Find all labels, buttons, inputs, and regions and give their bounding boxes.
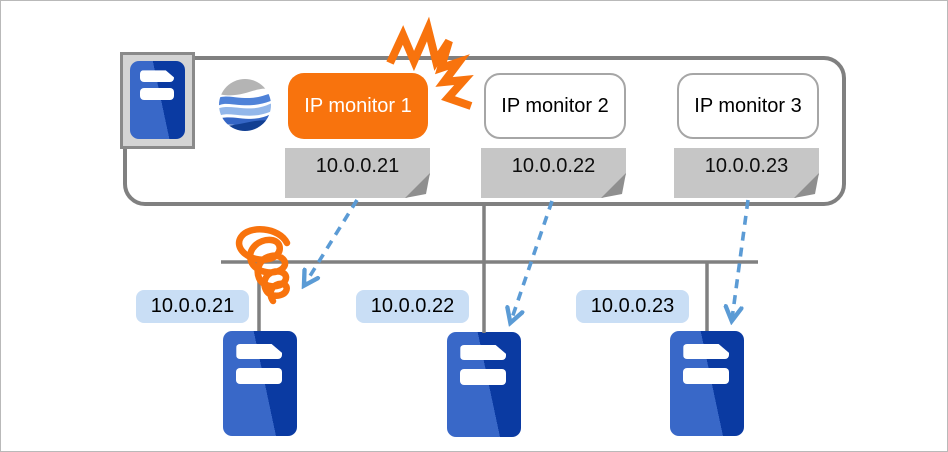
server-led-bar xyxy=(236,343,283,360)
server-ip-text: 10.0.0.23 xyxy=(590,295,675,317)
server-icon-2 xyxy=(447,332,521,437)
note-paper xyxy=(674,148,819,198)
ip-monitor-2-box: IP monitor 2 xyxy=(484,73,626,139)
note-paper xyxy=(285,148,430,198)
server-led-bar xyxy=(139,88,174,100)
monitor-ip-note-3: 10.0.0.23 xyxy=(674,148,819,198)
monitor-label: IP monitor 3 xyxy=(694,94,802,117)
server-led-bar xyxy=(460,344,507,361)
server-led-bar xyxy=(460,368,507,385)
server-ip-text: 10.0.0.21 xyxy=(150,295,235,317)
server-ip-label-3: 10.0.0.23 xyxy=(576,290,689,323)
monitor-ip-text: 10.0.0.21 xyxy=(315,155,400,177)
server-led-bar xyxy=(139,70,174,83)
monitor-host-box xyxy=(120,52,195,149)
ping-arrow-1 xyxy=(305,199,359,284)
ping-arrow-2 xyxy=(511,200,554,321)
note-paper xyxy=(481,148,626,198)
ip-monitor-1-box: IP monitor 1 xyxy=(288,73,428,139)
coil-scribble-icon xyxy=(235,226,291,305)
server-icon-1 xyxy=(223,331,297,436)
monitor-label: IP monitor 1 xyxy=(304,94,412,117)
monitor-ip-note-2: 10.0.0.22 xyxy=(481,148,626,198)
monitor-host-group: IP monitor 1 IP monitor 2 IP monitor 3 1… xyxy=(120,52,846,206)
ip-monitor-3-box: IP monitor 3 xyxy=(677,73,819,139)
server-ip-label-2: 10.0.0.22 xyxy=(356,290,469,323)
server-led-bar xyxy=(236,367,283,384)
server-icon xyxy=(130,61,185,139)
monitor-ip-note-1: 10.0.0.21 xyxy=(285,148,430,198)
server-led-bar xyxy=(683,343,730,360)
server-ip-text: 10.0.0.22 xyxy=(370,295,455,317)
monitor-ip-text: 10.0.0.22 xyxy=(511,155,596,177)
monitor-label: IP monitor 2 xyxy=(501,94,609,117)
server-led-bar xyxy=(683,367,730,384)
server-icon-3 xyxy=(670,331,744,436)
server-ip-label-1: 10.0.0.21 xyxy=(136,290,249,323)
ping-arrow-3 xyxy=(732,199,750,319)
monitor-ip-text: 10.0.0.23 xyxy=(704,155,789,177)
globe-wave-logo-icon xyxy=(219,79,271,131)
